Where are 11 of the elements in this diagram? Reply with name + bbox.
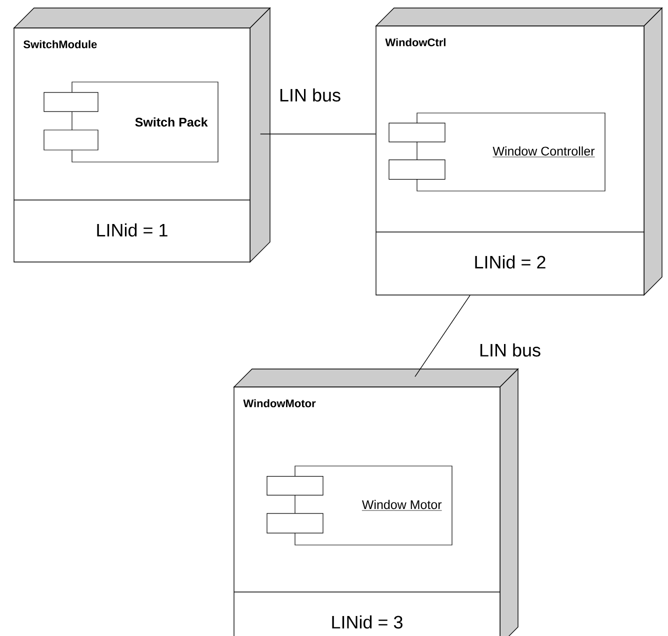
id-label: LINid = 2	[475, 255, 546, 269]
component-box: Window Controller	[388, 112, 606, 192]
edge-label: LIN bus	[478, 342, 542, 358]
node-title: WindowCtrl	[385, 38, 446, 46]
node-title: SwitchModule	[24, 40, 97, 48]
component-box: Window Motor	[266, 466, 452, 546]
id-label: LINid = 1	[97, 223, 168, 237]
id-label: LINid = 3	[332, 615, 402, 629]
component-box: Switch Pack	[44, 82, 218, 162]
edge-label: LIN bus	[278, 87, 342, 103]
node-title: WindowMotor	[243, 399, 316, 408]
